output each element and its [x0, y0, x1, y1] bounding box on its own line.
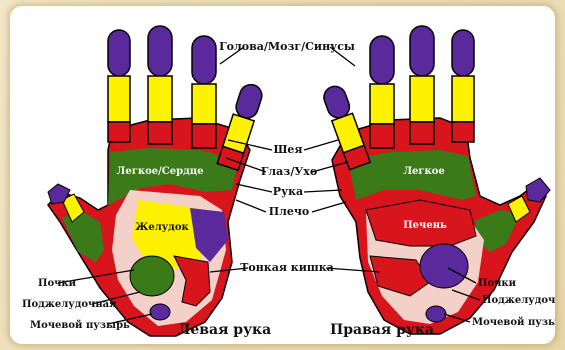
left-finger-2: [148, 26, 172, 144]
right-finger-3: [410, 26, 434, 144]
label-bladder-left: Мочевой пузырь: [30, 320, 130, 331]
right-thumb-purple: [526, 178, 550, 202]
label-neck: Шея: [273, 143, 302, 156]
label-lung: Легкое: [403, 166, 445, 177]
left-kidney-zone: [130, 256, 174, 296]
label-pancreas-left: Поджелудочная: [22, 299, 117, 310]
right-bladder-zone: [426, 306, 446, 322]
label-stomach: Желудок: [135, 222, 189, 233]
right-kidney-zone: [420, 244, 468, 288]
left-bladder-zone: [150, 304, 170, 320]
left-finger-1: [108, 30, 130, 142]
right-finger-4: [452, 30, 474, 142]
right-finger-2: [370, 36, 394, 148]
title-left-hand: Левая рука: [178, 322, 271, 338]
left-hand: [48, 26, 265, 336]
label-kidneys-left: Почки: [38, 278, 77, 289]
label-liver: Печень: [403, 220, 447, 231]
hand-reflexology-diagram: Голова/Мозг/Синусы Шея Глаз/Ухо Рука Пле…: [10, 6, 555, 344]
title-right-hand: Правая рука: [330, 322, 434, 338]
label-arm: Рука: [273, 185, 303, 198]
label-head-brain-sinuses: Голова/Мозг/Синусы: [219, 40, 355, 53]
label-pancreas-right: Поджелудочная: [482, 295, 555, 306]
label-bladder-right: Мочевой пузырь: [472, 317, 555, 328]
right-finger-1: [321, 83, 370, 169]
label-shoulder: Плечо: [269, 205, 310, 218]
left-finger-3: [192, 36, 216, 148]
label-eye-ear: Глаз/Ухо: [261, 165, 317, 178]
label-kidneys-right: Почки: [478, 278, 517, 289]
label-lung-heart: Легкое/Сердце: [117, 166, 204, 177]
label-small-intestine: Тонкая кишка: [240, 261, 334, 274]
diagram-panel: Голова/Мозг/Синусы Шея Глаз/Ухо Рука Пле…: [10, 6, 555, 344]
